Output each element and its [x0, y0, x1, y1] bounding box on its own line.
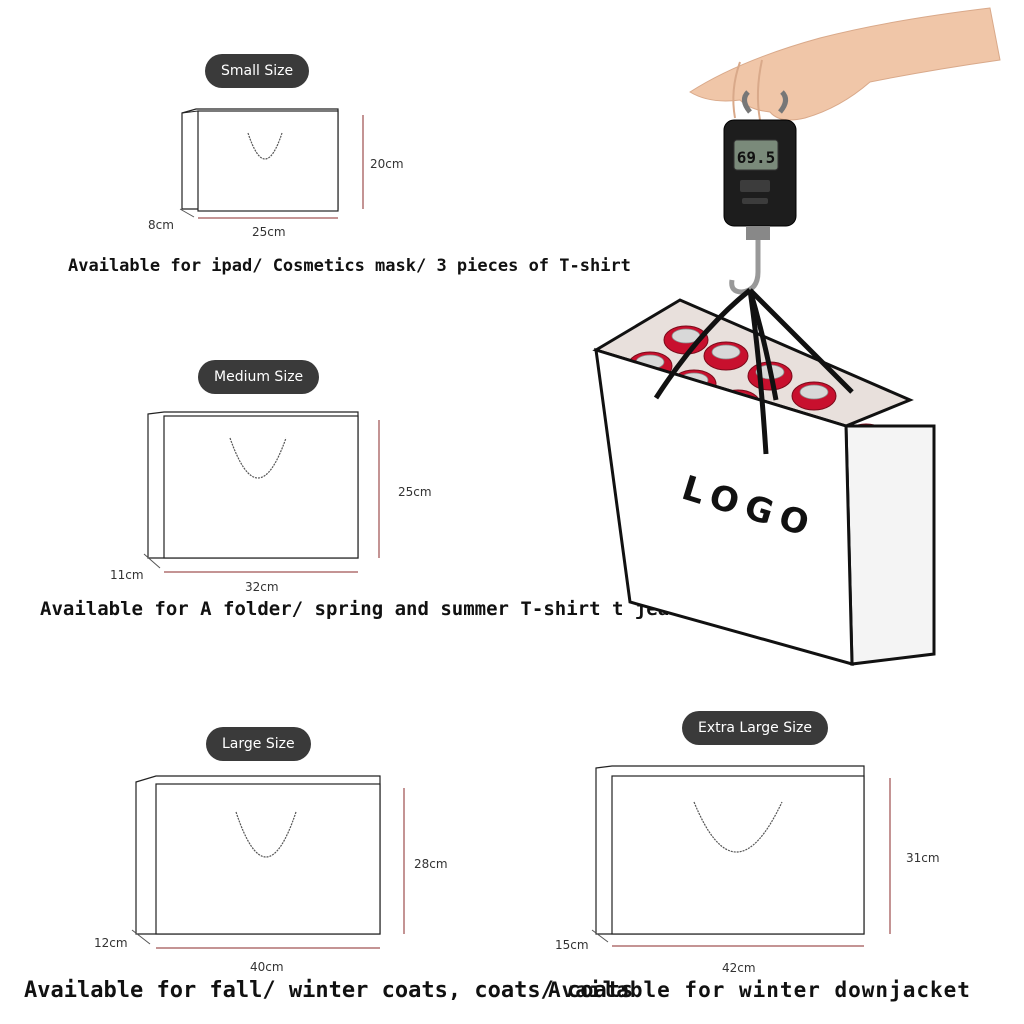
large-depth-label: 12cm — [94, 936, 128, 950]
medium-width-label: 32cm — [245, 580, 279, 594]
product-photo: 69.5 — [592, 7, 1001, 666]
xlarge-caption: Available for winter downjacket — [548, 978, 971, 1002]
medium-height-label: 25cm — [398, 485, 432, 499]
small-caption: Available for ipad/ Cosmetics mask/ 3 pi… — [68, 256, 631, 276]
xlarge-width-label: 42cm — [722, 961, 756, 975]
large-height-label: 28cm — [414, 857, 448, 871]
size-badge-xlarge: Extra Large Size — [682, 711, 828, 745]
xlarge-height-label: 31cm — [906, 851, 940, 865]
large-caption: Available for fall/ winter coats, coats/… — [24, 978, 634, 1003]
hand-icon — [689, 7, 1001, 121]
xlarge-depth-label: 15cm — [555, 938, 589, 952]
medium-depth-label: 11cm — [110, 568, 144, 582]
small-bag-outline — [179, 108, 364, 219]
medium-caption: Available for A folder/ spring and summe… — [40, 598, 693, 620]
small-height-label: 20cm — [370, 157, 404, 171]
scale-display: 69.5 — [737, 148, 776, 167]
large-bag-outline — [131, 775, 405, 949]
small-width-label: 25cm — [252, 225, 286, 239]
xlarge-bag-outline — [591, 765, 891, 947]
luggage-scale-icon — [723, 119, 797, 295]
size-badge-small: Small Size — [205, 54, 310, 88]
large-width-label: 40cm — [250, 960, 284, 974]
size-badge-large: Large Size — [206, 727, 311, 761]
small-depth-label: 8cm — [148, 218, 174, 232]
shopping-bag-photo: LOGO — [592, 288, 936, 666]
size-badge-medium: Medium Size — [198, 360, 320, 394]
medium-bag-outline — [143, 411, 380, 573]
